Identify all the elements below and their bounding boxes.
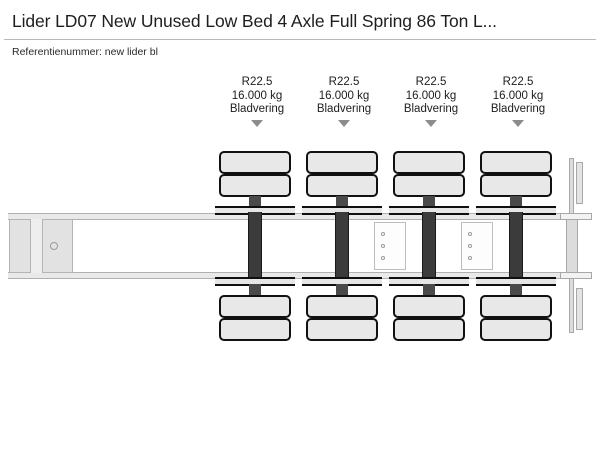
axle-2-tyre-inner-top bbox=[306, 174, 378, 197]
axle-2-tyre-outer-top bbox=[306, 151, 378, 174]
listing-header: Lider LD07 New Unused Low Bed 4 Axle Ful… bbox=[0, 0, 600, 58]
axle-2-tyre-inner-bottom bbox=[306, 295, 378, 318]
axle-2-tyre-size: R22.5 bbox=[328, 76, 360, 88]
axle-1-tyre-size: R22.5 bbox=[241, 76, 273, 88]
axle-2-shaft bbox=[335, 212, 349, 283]
rear-arm-bottom bbox=[560, 272, 592, 279]
rear-tab-bottom bbox=[576, 288, 583, 330]
axle-3-tyre-inner-bottom bbox=[393, 295, 465, 318]
axle-1-hub-top bbox=[249, 196, 261, 208]
page-title: Lider LD07 New Unused Low Bed 4 Axle Ful… bbox=[12, 11, 497, 31]
axle-3-tyre-outer-bottom bbox=[393, 318, 465, 341]
axle-4-hub-top bbox=[510, 196, 522, 208]
axle-4-capacity: 16.000 kg bbox=[492, 89, 544, 102]
axle-4-shaft bbox=[509, 212, 523, 283]
spring-hanger-bracket-2 bbox=[461, 222, 493, 270]
axle-4-pointer-icon bbox=[512, 119, 524, 127]
hanger-bolt-icon bbox=[468, 256, 472, 260]
axle-4-suspension: Bladvering bbox=[490, 103, 546, 115]
hanger-bolt-icon bbox=[381, 256, 385, 260]
axle-2-pointer-icon bbox=[338, 119, 350, 127]
axle-4-tyre-outer-bottom bbox=[480, 318, 552, 341]
kingpin-icon bbox=[50, 242, 58, 250]
axle-3-shaft bbox=[422, 212, 436, 283]
axle-4-tyre-outer-top bbox=[480, 151, 552, 174]
reference-number-label: Referentienummer: new lider bl bbox=[12, 46, 158, 58]
axle-3-hub-top bbox=[423, 196, 435, 208]
axle-3-pointer-icon bbox=[425, 119, 437, 127]
axle-1-tyre-inner-top bbox=[219, 174, 291, 197]
axle-1-tyre-outer-bottom bbox=[219, 318, 291, 341]
axle-2-capacity: 16.000 kg bbox=[318, 89, 370, 102]
axle-callout-4: R22.5 16.000 kg Bladvering bbox=[458, 76, 578, 127]
trailer-diagram: R22.5 16.000 kg Bladvering R22.5 16.000 … bbox=[0, 60, 600, 450]
axle-1-hub-bottom bbox=[249, 284, 261, 296]
axle-4-hub-bottom bbox=[510, 284, 522, 296]
axle-callout-3: R22.5 16.000 kg Bladvering bbox=[371, 76, 491, 127]
trailer-deck bbox=[8, 218, 590, 274]
axle-4-tyre-size: R22.5 bbox=[502, 76, 534, 88]
hanger-bolt-icon bbox=[468, 232, 472, 236]
hanger-bolt-icon bbox=[381, 232, 385, 236]
axle-4-tyre-inner-top bbox=[480, 174, 552, 197]
axle-4-tyre-inner-bottom bbox=[480, 295, 552, 318]
axle-1-capacity: 16.000 kg bbox=[231, 89, 283, 102]
hanger-bolt-icon bbox=[381, 244, 385, 248]
rear-tab-top bbox=[576, 162, 583, 204]
axle-3-suspension: Bladvering bbox=[403, 103, 459, 115]
spring-hanger-bracket-1 bbox=[374, 222, 406, 270]
hanger-bolt-icon bbox=[468, 244, 472, 248]
axle-1-suspension: Bladvering bbox=[229, 103, 285, 115]
axle-2-hub-top bbox=[336, 196, 348, 208]
axle-3-tyre-inner-top bbox=[393, 174, 465, 197]
axle-3-capacity: 16.000 kg bbox=[405, 89, 457, 102]
axle-3-tyre-outer-top bbox=[393, 151, 465, 174]
axle-2-tyre-outer-bottom bbox=[306, 318, 378, 341]
axle-1-tyre-inner-bottom bbox=[219, 295, 291, 318]
axle-1-tyre-outer-top bbox=[219, 151, 291, 174]
axle-callout-1: R22.5 16.000 kg Bladvering bbox=[197, 76, 317, 127]
axle-2-suspension: Bladvering bbox=[316, 103, 372, 115]
axle-3-tyre-size: R22.5 bbox=[415, 76, 447, 88]
chassis-rail-top bbox=[8, 213, 590, 220]
chassis-rail-bottom bbox=[8, 272, 590, 279]
axle-3-hub-bottom bbox=[423, 284, 435, 296]
rear-underride-body bbox=[566, 219, 578, 273]
axle-callout-2: R22.5 16.000 kg Bladvering bbox=[284, 76, 404, 127]
header-divider bbox=[4, 39, 596, 40]
axle-1-pointer-icon bbox=[251, 119, 263, 127]
axle-1-shaft bbox=[248, 212, 262, 283]
axle-2-hub-bottom bbox=[336, 284, 348, 296]
